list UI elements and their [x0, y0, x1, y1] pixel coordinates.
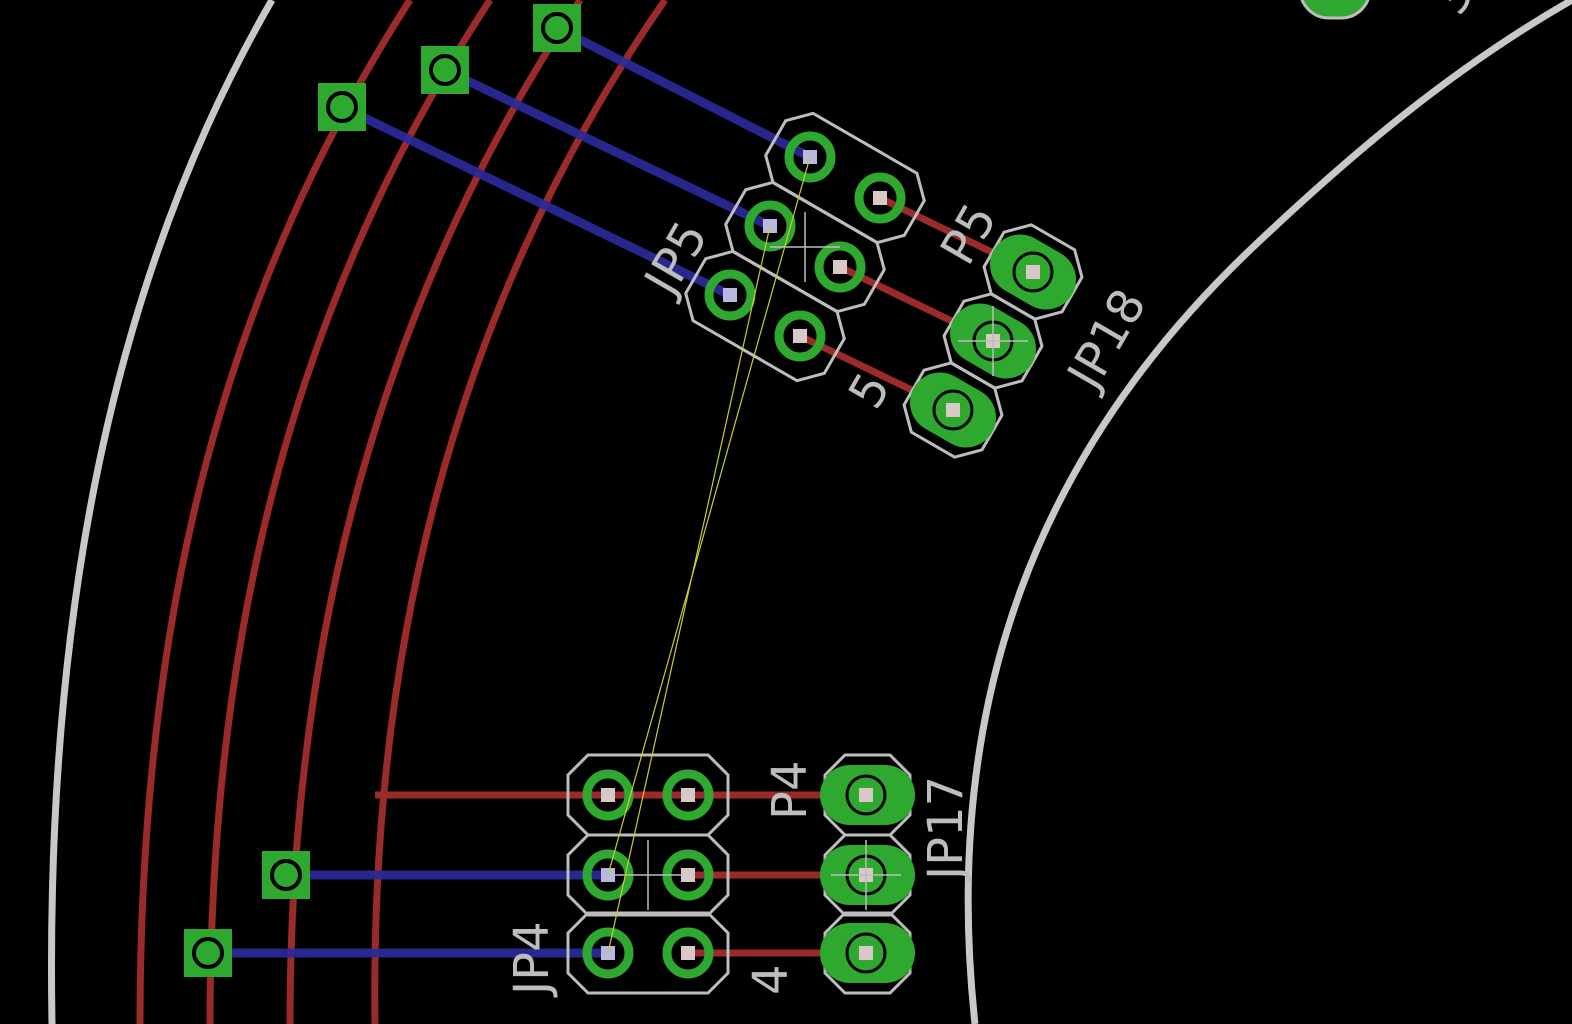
top-trace-arc-2[interactable]	[206, 0, 493, 1024]
jp4-pad-1[interactable]	[582, 769, 634, 821]
component-jp17[interactable]	[820, 753, 915, 995]
board-outline	[48, 0, 1572, 1024]
jp5-silkscreen	[684, 111, 926, 383]
jp4-pad-6[interactable]	[662, 927, 714, 979]
jp17-silkscreen	[823, 753, 912, 995]
jp5-pad-1[interactable]	[784, 131, 836, 183]
board-outline-outer-arc	[48, 0, 276, 1024]
jp5-pad-5[interactable]	[704, 269, 756, 321]
component-jp4[interactable]	[566, 753, 730, 995]
silkscreen-labels: JP5 P5 5 JP18 P4 JP17 JP4 4 3	[504, 0, 1486, 998]
jp18-silkscreen	[902, 223, 1084, 459]
bottom-layer-traces	[208, 23, 813, 958]
board-outline-inner-arc	[964, 0, 1572, 1024]
jp4-drills	[601, 788, 695, 960]
bottom-trace-2[interactable]	[443, 65, 772, 231]
jp18-origin-cross	[958, 306, 1028, 376]
jp5-pad-4[interactable]	[814, 241, 866, 293]
jp5-drills	[723, 150, 887, 343]
component-jp18[interactable]	[894, 215, 1092, 467]
top-trace-arc-4[interactable]	[371, 0, 668, 1024]
jp18-drills	[946, 265, 1040, 417]
label-top-right-fragment: 3	[1422, 0, 1486, 24]
label-four: 4	[743, 964, 799, 995]
jp4-origin-cross	[613, 840, 683, 910]
airwire-1[interactable]	[607, 156, 811, 876]
label-jp4: JP4	[504, 921, 560, 998]
via-3[interactable]	[318, 83, 366, 131]
jp4-pads	[582, 769, 714, 979]
jp4-pad-2[interactable]	[662, 769, 714, 821]
bottom-trace-3[interactable]	[340, 102, 732, 300]
bottom-trace-1[interactable]	[554, 23, 813, 162]
jp17-drills	[859, 788, 873, 960]
via-1[interactable]	[533, 4, 581, 52]
jp5-origin-cross	[770, 212, 840, 282]
jp17-origin-cross	[831, 840, 901, 910]
via-4[interactable]	[262, 851, 310, 899]
partial-pad-top-right[interactable]	[1300, 0, 1370, 20]
via-5[interactable]	[184, 929, 232, 977]
airwire-2[interactable]	[607, 225, 771, 954]
label-jp17: JP17	[918, 776, 974, 883]
jp5-pad-2[interactable]	[854, 172, 906, 224]
jp5-pad-6[interactable]	[774, 310, 826, 362]
jp4-silkscreen	[566, 753, 730, 995]
label-p4: P4	[762, 761, 818, 820]
via-2[interactable]	[421, 46, 469, 94]
airwires	[607, 156, 811, 954]
vias	[184, 4, 581, 977]
jp4-pad-5[interactable]	[582, 927, 634, 979]
